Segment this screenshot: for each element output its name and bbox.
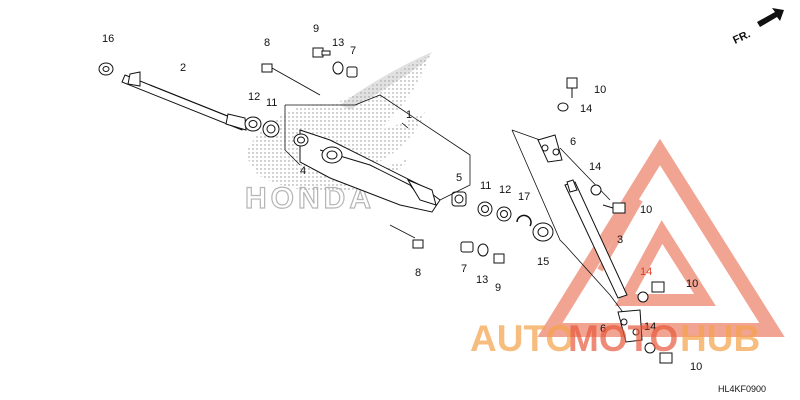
callout-6b: 6 bbox=[600, 323, 606, 335]
callout-10a: 10 bbox=[594, 84, 606, 96]
callout-2: 2 bbox=[180, 62, 186, 74]
nut-7a bbox=[346, 66, 358, 78]
callout-6a: 6 bbox=[570, 136, 576, 148]
callout-11a: 11 bbox=[266, 97, 277, 109]
watermark-part2: MOTO bbox=[568, 318, 678, 359]
bolt-10c bbox=[651, 281, 665, 293]
diagram-code: HL4KF0900 bbox=[718, 384, 766, 394]
washer-13a bbox=[332, 61, 344, 75]
universal-joint-6b bbox=[617, 309, 643, 343]
callout-7b: 7 bbox=[461, 263, 467, 275]
callout-14b: 14 bbox=[589, 161, 601, 173]
callout-3: 3 bbox=[617, 234, 623, 246]
callout-1: 1 bbox=[406, 109, 412, 121]
callout-15: 15 bbox=[537, 256, 549, 268]
callout-8a: 8 bbox=[264, 37, 270, 49]
bolt-10d bbox=[659, 352, 673, 364]
bolt-8a bbox=[261, 63, 321, 96]
callout-10d: 10 bbox=[690, 361, 702, 373]
honda-logo-text: HONDA bbox=[245, 182, 375, 215]
seal-12b bbox=[496, 206, 512, 222]
callout-10c: 10 bbox=[686, 278, 698, 290]
bearing-11a bbox=[262, 120, 280, 138]
bearing-11b bbox=[477, 201, 493, 217]
callout-4: 4 bbox=[300, 165, 306, 177]
watermark-part1: AUTO bbox=[470, 318, 574, 359]
leader-lines bbox=[284, 94, 641, 336]
callout-14a: 14 bbox=[580, 103, 592, 115]
callout-11b: 11 bbox=[480, 180, 491, 192]
universal-joint-6a bbox=[537, 134, 563, 163]
washer-14a bbox=[557, 102, 569, 112]
bolt-10a bbox=[566, 77, 578, 98]
callout-5: 5 bbox=[456, 172, 462, 184]
washer-14c bbox=[637, 291, 649, 303]
front-direction-label: FR. bbox=[731, 28, 752, 46]
callout-13a: 13 bbox=[332, 37, 344, 49]
watermark-part3: HUB bbox=[680, 318, 760, 359]
callout-14c: 14 bbox=[640, 266, 652, 278]
collar-16 bbox=[98, 62, 114, 76]
watermark-text: AUTO MOTO HUB bbox=[470, 318, 760, 359]
honda-wing-logo bbox=[245, 52, 432, 192]
steering-column-housing bbox=[299, 129, 441, 213]
callout-labels: 16 2 12 11 8 9 13 7 1 4 5 11 12 17 15 8 … bbox=[102, 23, 702, 373]
bolt-8b bbox=[412, 239, 424, 249]
intermediate-shaft bbox=[564, 179, 628, 299]
bolt-9b bbox=[493, 253, 505, 264]
nut-7b bbox=[460, 241, 474, 253]
callout-13b: 13 bbox=[476, 274, 488, 286]
bushing-5 bbox=[451, 191, 467, 207]
bushing-15 bbox=[532, 222, 554, 242]
callout-8b: 8 bbox=[415, 267, 421, 279]
steering-shaft bbox=[121, 71, 247, 131]
callout-14d: 14 bbox=[644, 321, 656, 333]
callout-12b: 12 bbox=[499, 184, 511, 196]
watermark-logo bbox=[537, 138, 785, 337]
callout-9a: 9 bbox=[313, 23, 319, 35]
callout-16: 16 bbox=[102, 33, 114, 45]
bolt-9a bbox=[312, 47, 331, 58]
callout-9b: 9 bbox=[495, 282, 501, 294]
bushing-4 bbox=[293, 133, 309, 147]
callout-12a: 12 bbox=[248, 91, 260, 103]
front-direction-arrow-icon bbox=[757, 8, 784, 27]
callout-7a: 7 bbox=[350, 45, 356, 57]
washer-14b bbox=[590, 184, 602, 196]
callout-17: 17 bbox=[518, 191, 530, 203]
washer-13b bbox=[477, 243, 489, 257]
callout-10b: 10 bbox=[640, 204, 652, 216]
bolt-10b bbox=[602, 202, 626, 214]
washer-14d bbox=[644, 342, 656, 354]
seal-12a bbox=[244, 116, 262, 132]
circlip-17 bbox=[516, 214, 532, 227]
